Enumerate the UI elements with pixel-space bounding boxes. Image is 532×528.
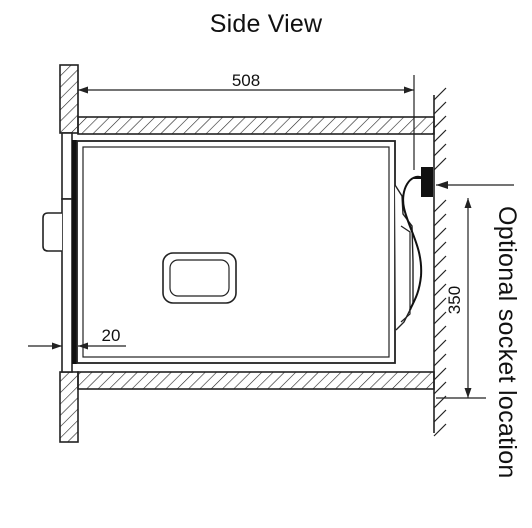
- power-cord: [402, 175, 424, 311]
- appliance-body: [76, 140, 414, 364]
- dimension-socket-height: [436, 181, 514, 399]
- top-cabinet-panel: [77, 116, 435, 135]
- bottom-cabinet-panel: [77, 371, 435, 390]
- socket-location-annotation: Optional socket location: [493, 206, 521, 479]
- socket: [421, 167, 433, 197]
- door-panel: [61, 132, 77, 373]
- dimension-label-front-gap: 20: [102, 326, 121, 345]
- door-handle: [42, 212, 62, 252]
- diagram-title: Side View: [209, 10, 323, 38]
- dimension-front-gap: [28, 342, 126, 350]
- back-wall: [433, 87, 447, 437]
- dimension-label-width: 508: [232, 71, 260, 90]
- dimension-label-socket-height: 350: [445, 286, 464, 314]
- appliance-window: [162, 252, 237, 304]
- dimension-width: [77, 70, 415, 170]
